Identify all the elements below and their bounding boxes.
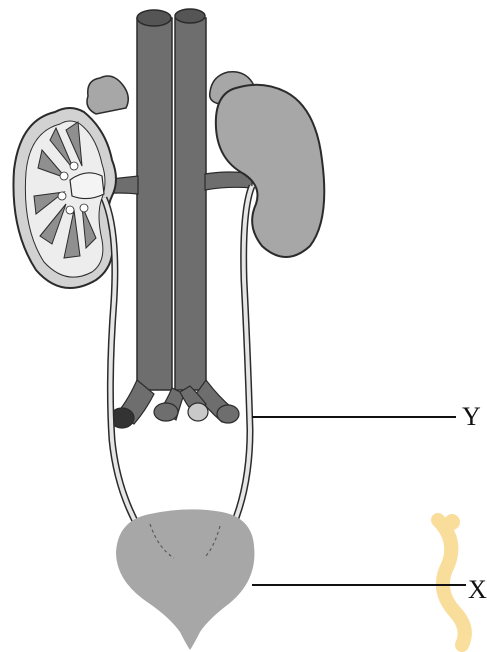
- watermark-mark: [438, 514, 465, 645]
- label-x: X: [468, 575, 487, 604]
- left-kidney-section: [13, 108, 116, 288]
- left-adrenal-gland: [87, 76, 128, 114]
- urinary-bladder: [116, 509, 254, 650]
- label-y: Y: [462, 402, 481, 431]
- vena-cava: [137, 18, 172, 390]
- right-kidney: [216, 85, 324, 257]
- aorta: [175, 18, 206, 390]
